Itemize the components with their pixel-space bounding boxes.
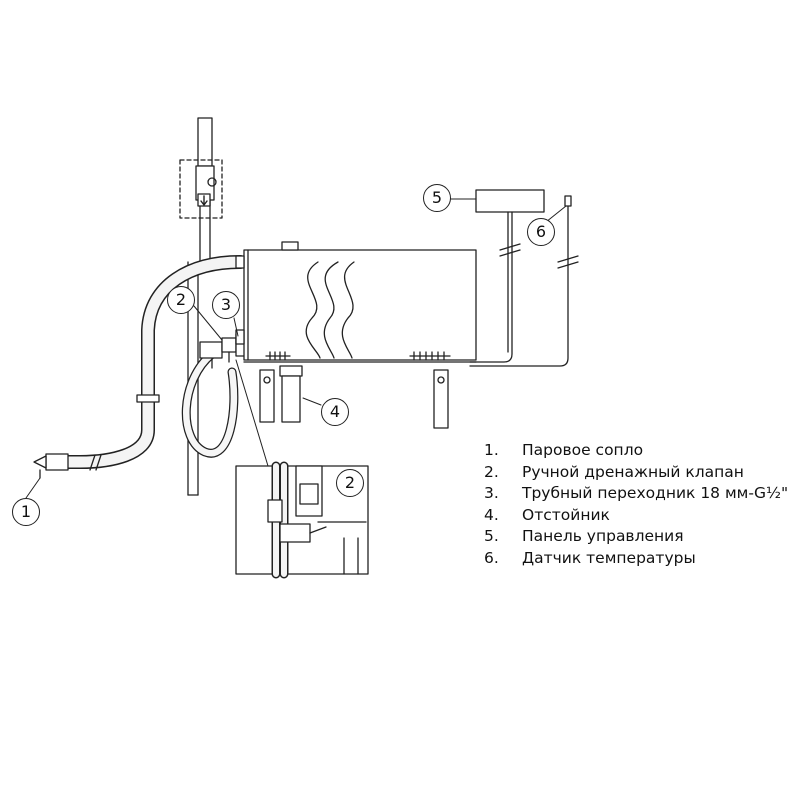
sediment-trap (279, 365, 303, 423)
detail-callout: 2 (336, 469, 364, 497)
manual-drain-valve (221, 337, 237, 363)
legend-item: 6.Датчик температуры (484, 548, 696, 567)
control-panel (475, 189, 545, 213)
water-supply-pipe (179, 117, 223, 496)
drain-loop (181, 341, 239, 458)
mounting-bracket-left (259, 369, 275, 423)
legend-item: 5.Панель управления (484, 527, 684, 545)
leader-lines (25, 198, 567, 499)
steam-wave-icon (305, 261, 355, 359)
steam-nozzle (33, 453, 69, 479)
callout-6: 6 (527, 218, 555, 246)
legend-item: 3.Трубный переходник 18 мм-G½" (484, 484, 789, 502)
flow-direction-arrow-icon (197, 193, 211, 207)
steam-generator (235, 241, 477, 363)
cable-break-icon (499, 243, 579, 269)
legend-item: 2.Ручной дренажный клапан (484, 462, 744, 481)
steam-hose (59, 255, 247, 471)
legend: 1.Паровое сопло 2.Ручной дренажный клапа… (484, 441, 788, 570)
temperature-sensor-cable (469, 195, 572, 367)
callout-1: 1 (12, 498, 40, 526)
control-cable (469, 211, 513, 363)
callout-4: 4 (321, 398, 349, 426)
mounting-bracket-right (433, 369, 449, 429)
callout-3: 3 (212, 291, 240, 319)
legend-item: 4.Отстойник (484, 505, 610, 524)
legend-item: 1.Паровое сопло (484, 441, 644, 459)
callout-2: 2 (167, 286, 195, 314)
callout-5: 5 (423, 184, 451, 212)
